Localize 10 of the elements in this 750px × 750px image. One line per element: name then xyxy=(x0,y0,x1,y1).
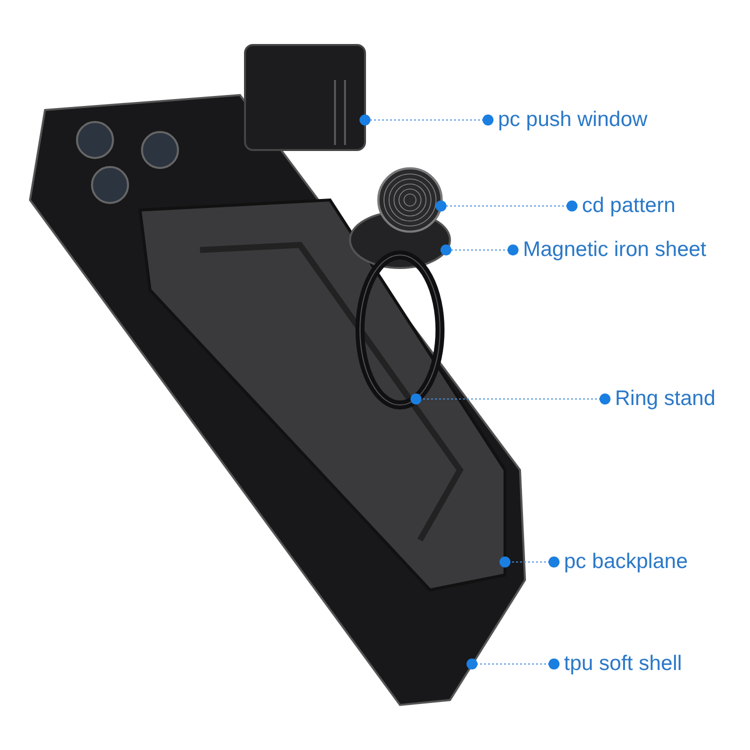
push-window-drawing xyxy=(244,44,366,151)
ring-stand-drawing xyxy=(356,250,444,410)
leader-line xyxy=(436,200,578,212)
leader-line xyxy=(440,244,518,256)
leader-line xyxy=(466,658,560,670)
leader-line xyxy=(360,114,494,126)
leader-line xyxy=(500,556,560,568)
cd-pattern-drawing xyxy=(377,167,443,233)
leader-line xyxy=(410,394,610,404)
backplane-drawing xyxy=(138,198,506,592)
